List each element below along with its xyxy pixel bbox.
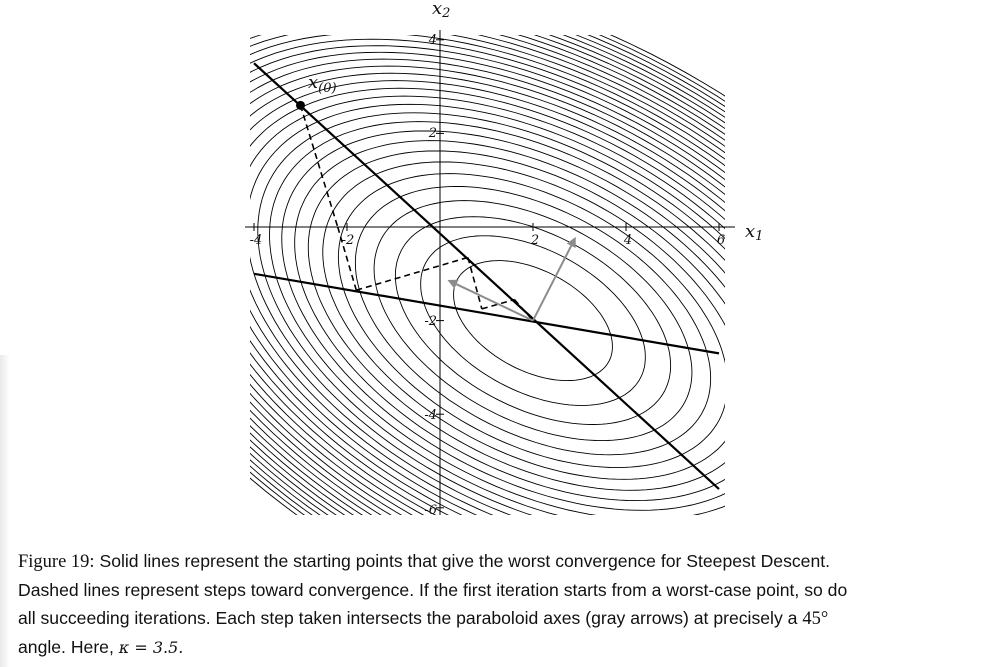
contour-line — [337, 173, 725, 469]
caption-text: all succeeding iterations. Each step tak… — [18, 608, 798, 628]
caption-text: Solid lines represent the starting point… — [99, 551, 831, 571]
contour-line — [420, 235, 646, 406]
axis-ticks — [253, 39, 720, 509]
contour-line — [250, 35, 725, 515]
contour-line — [250, 87, 725, 515]
contour-line — [281, 130, 725, 511]
contour-line — [250, 35, 725, 515]
y-tick-label: -4 — [424, 408, 437, 423]
y-tick-label: -6 — [424, 503, 437, 518]
contour-line — [250, 65, 725, 515]
contour-line — [250, 35, 725, 515]
contour-line — [354, 185, 712, 456]
contour-line — [250, 35, 725, 515]
y-tick-label: 2 — [428, 126, 437, 141]
contour-line — [250, 95, 725, 515]
caption-line: Figure 19: Solid lines represent the sta… — [18, 547, 986, 576]
caption-line: all succeeding iterations. Each step tak… — [18, 604, 986, 633]
contour-line — [250, 35, 725, 515]
descent-step — [299, 105, 339, 228]
caption-line: Dashed lines represent steps toward conv… — [18, 580, 848, 600]
figure-caption: Figure 19: Solid lines represent the sta… — [18, 547, 986, 662]
start-point — [296, 100, 305, 110]
descent-step — [513, 299, 534, 322]
caption-line: angle. Here, κ = 3.5. — [18, 633, 986, 662]
descent-step — [481, 298, 515, 310]
x-tick-label: -4 — [250, 233, 263, 248]
contour-line — [269, 121, 725, 515]
paraboloid-axis-arrow — [447, 279, 534, 322]
worst-case-line — [253, 272, 720, 355]
descent-step — [356, 256, 469, 291]
worst-case-line — [253, 62, 720, 490]
y-tick-label: 4 — [428, 33, 437, 48]
y-axis-title: x2 — [432, 0, 450, 21]
contour-plot: -4 -2 2 4 6 4 2 -2 -4 -6 x2 x1 x(0) — [245, 0, 763, 518]
x-tick-label: 4 — [623, 233, 632, 248]
axes — [245, 30, 735, 515]
contour-lines — [250, 35, 725, 515]
descent-step — [467, 257, 483, 310]
contour-line — [250, 51, 725, 515]
caption-text: angle. Here, — [18, 637, 114, 657]
plot-marks — [253, 62, 720, 490]
contour-line — [250, 35, 725, 515]
contour-line — [250, 35, 725, 515]
contour-line — [322, 161, 725, 480]
caption-kappa: κ = 3.5. — [118, 638, 184, 657]
start-point-label: x(0) — [308, 72, 337, 96]
x-tick-label: 6 — [717, 233, 725, 248]
y-tick-label: -2 — [424, 314, 437, 329]
caption-label: Figure 19: — [18, 552, 95, 572]
contour-line — [294, 140, 725, 502]
contour-line — [250, 35, 725, 515]
contour-line — [250, 80, 725, 515]
contour-line — [250, 35, 725, 515]
contour-line — [250, 45, 725, 515]
caption-angle: 45° — [802, 609, 829, 629]
x-axis-title: x1 — [745, 221, 763, 244]
descent-step — [336, 226, 358, 291]
contour-line — [373, 200, 693, 442]
contour-figure: -4 -2 2 4 6 4 2 -2 -4 -6 x2 x1 x(0) — [245, 0, 763, 518]
x-tick-label: 2 — [530, 233, 539, 248]
paraboloid-axis-arrow — [532, 236, 576, 322]
contour-line — [250, 35, 725, 515]
contour-line — [250, 103, 725, 515]
contour-line — [394, 216, 672, 425]
page-edge-shadow — [0, 355, 10, 667]
contour-line — [250, 35, 725, 515]
x-tick-label: -2 — [342, 233, 355, 248]
contour-line — [307, 150, 725, 491]
contour-line — [257, 112, 725, 515]
